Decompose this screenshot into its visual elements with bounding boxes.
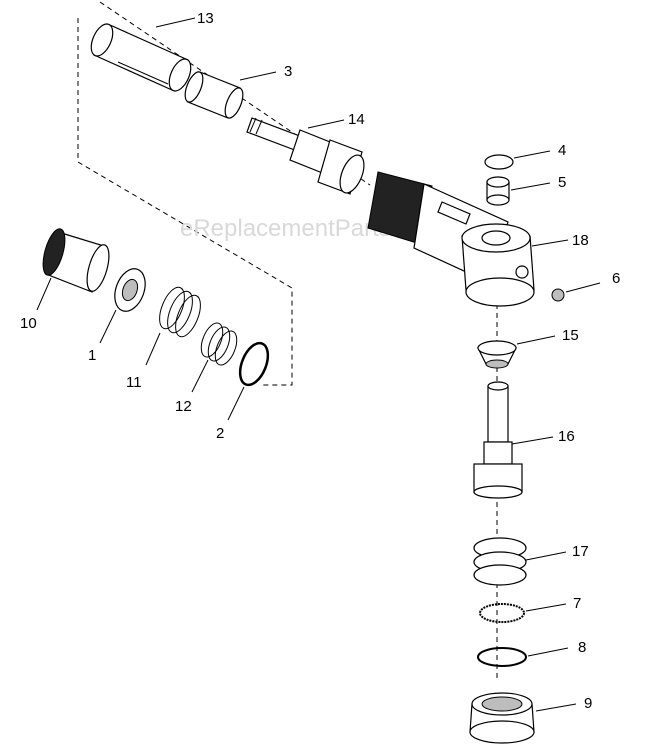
label-1: 1	[88, 347, 96, 364]
part-3-bushing	[184, 71, 244, 119]
leader-18	[531, 239, 569, 247]
leader-14	[307, 119, 345, 129]
label-6: 6	[612, 270, 620, 287]
label-8: 8	[578, 639, 586, 656]
label-15: 15	[562, 327, 579, 344]
leader-17	[525, 551, 567, 561]
part-5-small-bushing	[486, 176, 510, 206]
part-17-bearing	[473, 537, 527, 586]
leader-8	[527, 647, 569, 657]
leader-12	[191, 359, 209, 393]
leader-5	[510, 182, 551, 191]
label-3: 3	[284, 63, 292, 80]
part-1-bearing	[114, 268, 146, 312]
part-16-spindle	[473, 381, 523, 499]
leader-16	[511, 436, 554, 445]
leader-2	[227, 386, 245, 421]
label-4: 4	[558, 142, 566, 159]
part-4-cap	[484, 154, 514, 170]
label-10: 10	[20, 315, 37, 332]
leader-3	[239, 71, 277, 81]
label-13: 13	[197, 10, 214, 27]
leader-9	[535, 703, 577, 712]
label-5: 5	[558, 174, 566, 191]
part-10-end-cap	[42, 228, 110, 293]
label-14: 14	[348, 111, 365, 128]
label-9: 9	[584, 695, 592, 712]
leader-11	[145, 332, 161, 366]
label-7: 7	[573, 595, 581, 612]
part-2-retaining-ring	[238, 341, 270, 387]
part-12-spring	[200, 322, 238, 366]
label-12: 12	[175, 398, 192, 415]
part-14-rotor-shaft	[246, 117, 365, 195]
part-6-screw	[551, 288, 565, 302]
leader-15	[516, 335, 556, 345]
part-11-spring	[159, 286, 201, 338]
label-11: 11	[126, 374, 142, 391]
part-8-o-ring	[477, 647, 527, 667]
leader-7	[525, 603, 567, 612]
label-17: 17	[572, 543, 589, 560]
label-2: 2	[216, 425, 224, 442]
leader-10	[36, 277, 52, 311]
part-7-washer	[479, 603, 525, 623]
label-18: 18	[572, 232, 589, 249]
part-13-sleeve	[90, 23, 192, 92]
leader-1	[99, 309, 117, 344]
leader-4	[513, 150, 551, 159]
part-9-lock-nut	[469, 692, 535, 744]
label-16: 16	[558, 428, 575, 445]
leader-6	[565, 282, 601, 293]
leader-13	[155, 17, 196, 28]
part-15-bevel-gear	[477, 340, 517, 369]
assembly-outline	[77, 18, 293, 386]
part-18-angle-head	[367, 171, 535, 307]
